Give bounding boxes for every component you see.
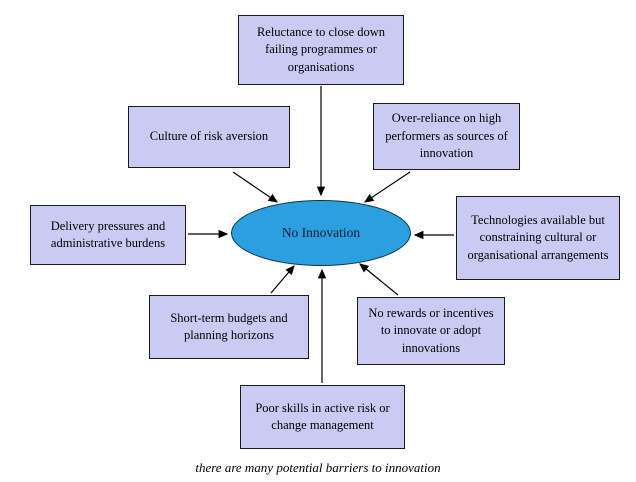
center-label: No Innovation xyxy=(281,225,361,240)
node-over-reliance: Over-reliance on high performers as sour… xyxy=(373,103,520,170)
caption: there are many potential barriers to inn… xyxy=(195,460,441,475)
node-culture-risk-aversion: Culture of risk aversion xyxy=(128,106,290,168)
node-short-term-budgets: Short-term budgets and planning horizons xyxy=(149,295,309,359)
node-technologies: Technologies available but constraining … xyxy=(456,196,620,280)
node-delivery-pressures: Delivery pressures and administrative bu… xyxy=(30,205,186,265)
node-poor-skills: Poor skills in active risk or change man… xyxy=(240,385,405,449)
arrow-upper-left xyxy=(232,171,278,203)
node-reluctance-to-close: Reluctance to close down failing program… xyxy=(238,15,404,85)
node-no-rewards: No rewards or incentives to innovate or … xyxy=(357,297,505,365)
arrow-upper-right xyxy=(364,171,411,203)
center-ellipse-no-innovation: No Innovation xyxy=(231,200,411,266)
arrow-lower-right xyxy=(359,263,399,296)
arrow-lower-left xyxy=(270,265,295,294)
